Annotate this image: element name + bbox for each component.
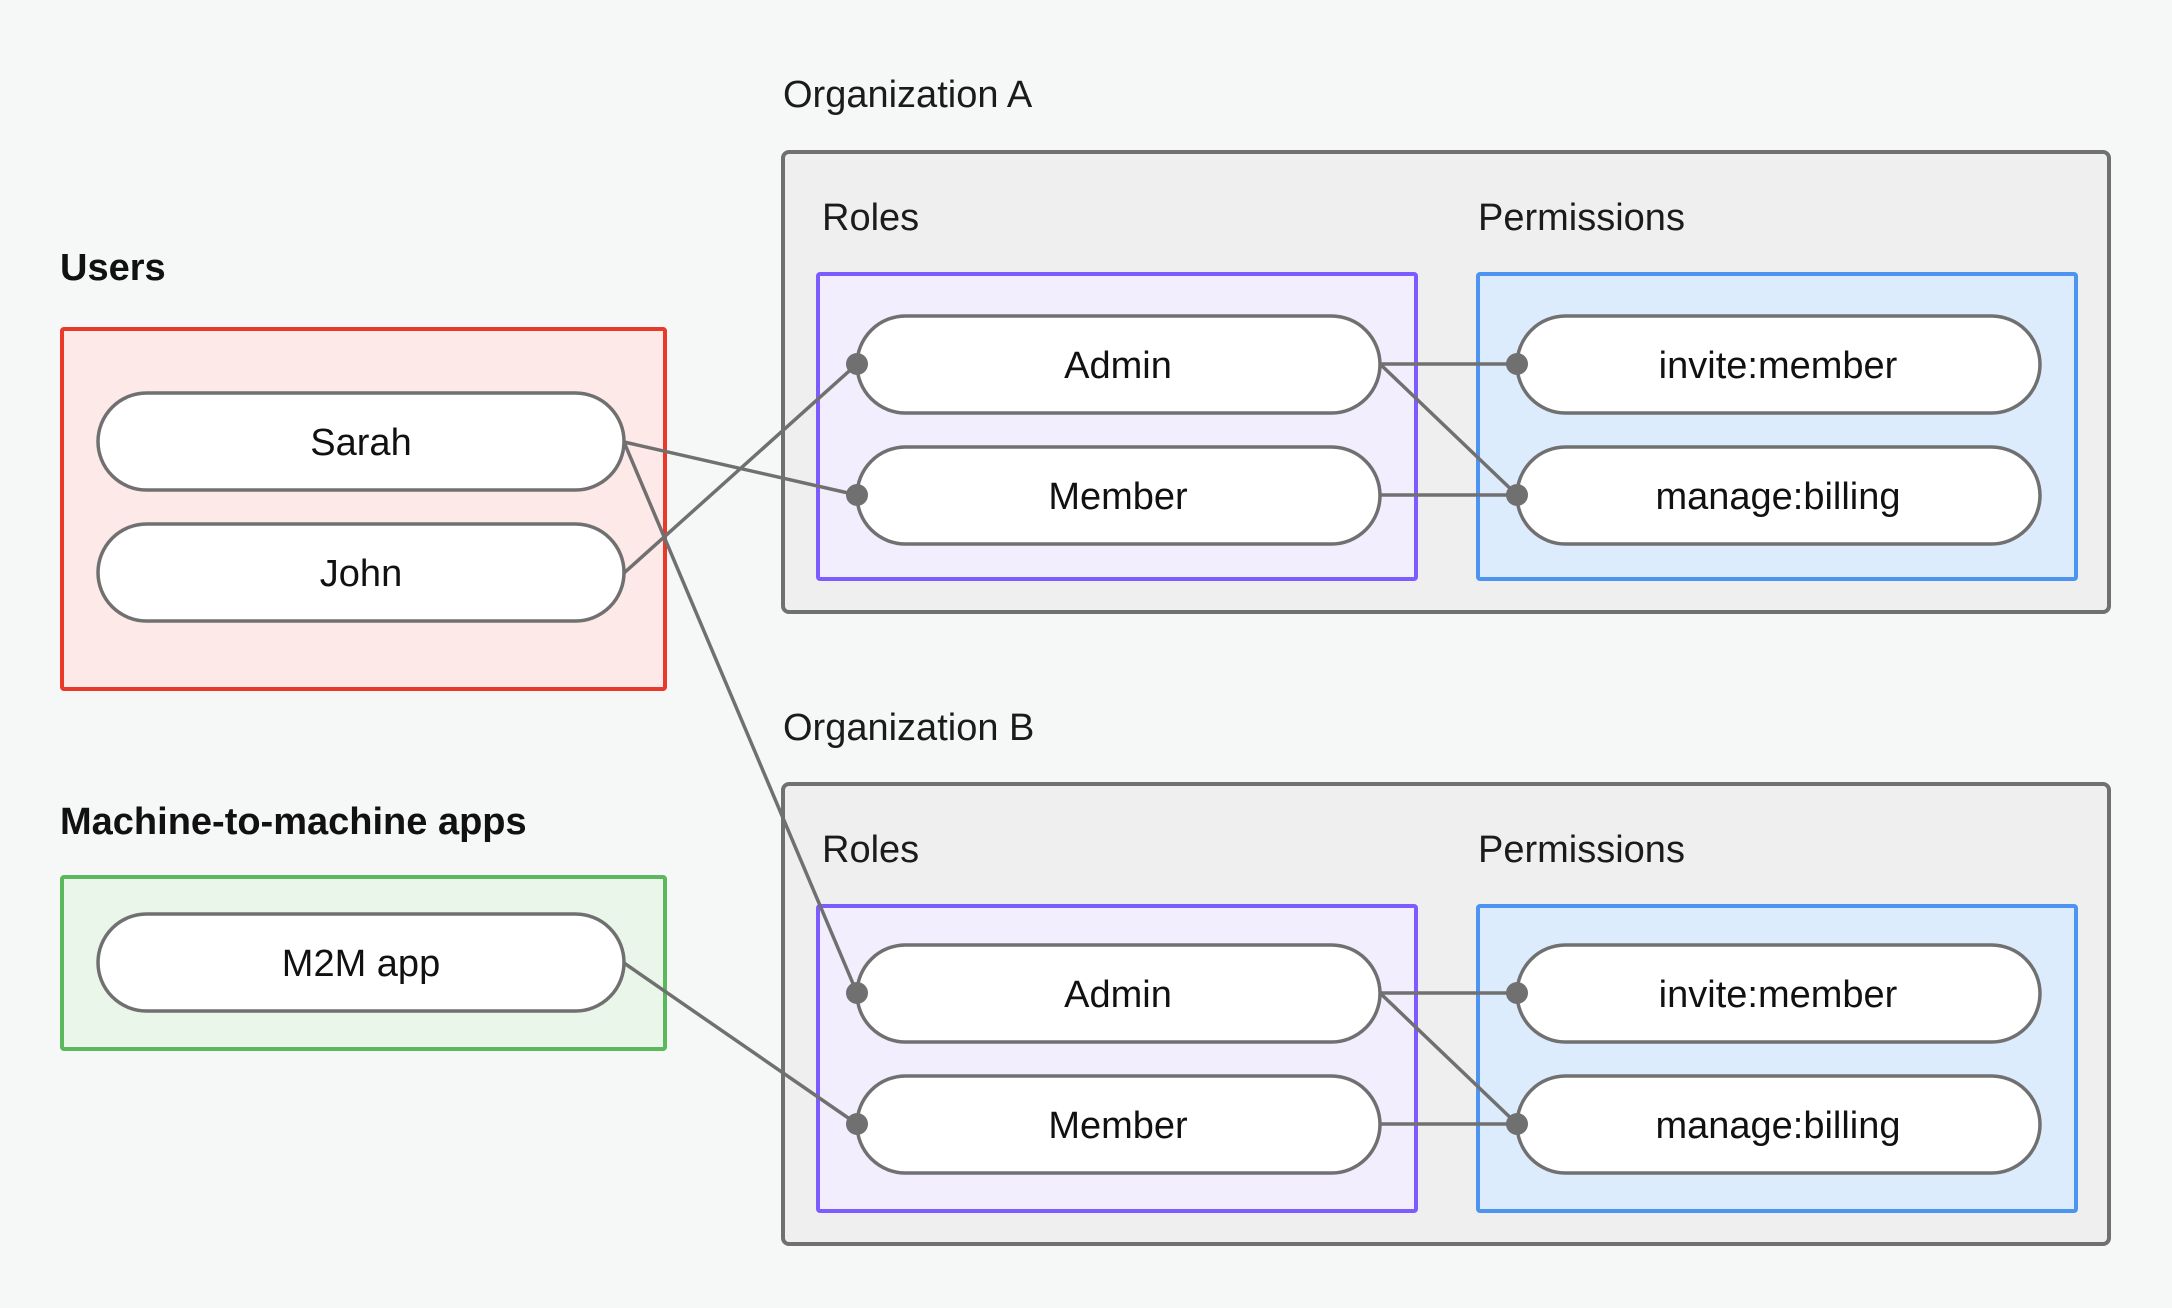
node-org-a-admin-label: Admin <box>1064 345 1172 387</box>
node-org-b-member-label: Member <box>1048 1105 1188 1147</box>
connector-dot-org-a-admin-in <box>846 353 868 375</box>
node-sarah-label: Sarah <box>310 422 411 464</box>
org-b-label: Organization B <box>783 707 1034 749</box>
node-org-b-invite-member[interactable]: invite:member <box>1515 943 2042 1044</box>
org-b-permissions-label: Permissions <box>1478 829 1685 871</box>
connector-dot-org-a-billing-in <box>1506 484 1528 506</box>
org-b-roles-label: Roles <box>822 829 919 871</box>
connector-dot-org-a-invite-in <box>1506 353 1528 375</box>
connector-dot-org-b-admin-in <box>846 982 868 1004</box>
node-org-a-member[interactable]: Member <box>855 445 1382 546</box>
connector-dot-org-a-member-in <box>846 484 868 506</box>
users-container <box>60 327 667 691</box>
node-org-b-admin[interactable]: Admin <box>855 943 1382 1044</box>
node-org-a-invite-member[interactable]: invite:member <box>1515 314 2042 415</box>
m2m-group-label: Machine-to-machine apps <box>60 801 527 843</box>
node-john-label: John <box>320 553 402 595</box>
node-m2m-app-label: M2M app <box>282 943 440 985</box>
edge-m2m-to-org-b-member <box>623 961 858 1126</box>
org-a-label: Organization A <box>783 74 1033 116</box>
connector-dot-layer <box>846 353 1528 1135</box>
edge-sarah-to-org-b-admin <box>622 441 859 994</box>
connector-dot-org-b-billing-in <box>1506 1113 1528 1135</box>
node-org-b-member[interactable]: Member <box>855 1074 1382 1175</box>
node-org-a-invite-member-label: invite:member <box>1659 345 1898 387</box>
node-org-a-manage-billing-label: manage:billing <box>1655 476 1900 518</box>
node-org-b-manage-billing[interactable]: manage:billing <box>1515 1074 2042 1175</box>
edge-layer <box>622 362 1519 1126</box>
node-org-a-admin[interactable]: Admin <box>855 314 1382 415</box>
org-a-roles-label: Roles <box>822 197 919 239</box>
node-org-a-member-label: Member <box>1048 476 1188 518</box>
users-group-label: Users <box>60 247 166 289</box>
node-john[interactable]: John <box>96 522 626 623</box>
edge-org-b-admin-to-billing <box>1378 991 1519 1126</box>
node-org-b-manage-billing-label: manage:billing <box>1655 1105 1900 1147</box>
node-org-a-manage-billing[interactable]: manage:billing <box>1515 445 2042 546</box>
node-m2m-app[interactable]: M2M app <box>96 912 626 1013</box>
node-org-b-admin-label: Admin <box>1064 974 1172 1016</box>
edge-john-to-org-a-admin <box>622 362 859 575</box>
connector-dot-org-b-member-in <box>846 1113 868 1135</box>
edge-org-a-admin-to-billing <box>1378 362 1519 497</box>
connector-dot-org-b-invite-in <box>1506 982 1528 1004</box>
node-sarah[interactable]: Sarah <box>96 391 626 492</box>
org-a-permissions-label: Permissions <box>1478 197 1685 239</box>
node-org-b-invite-member-label: invite:member <box>1659 974 1898 1016</box>
